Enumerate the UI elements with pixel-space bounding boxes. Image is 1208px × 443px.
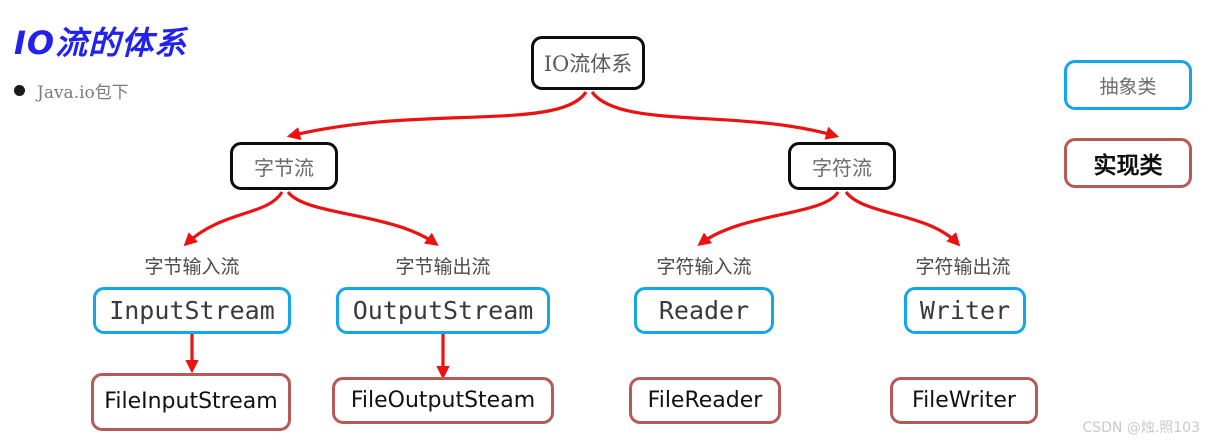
node-abstract-outputstream[interactable]: OutputStream [336,287,550,334]
bullet-item: Java.io包下 [14,78,129,103]
node-branch-byte-stream-label: 字节流 [254,155,314,180]
edge-char-to-writer [844,190,961,247]
bullet-item-label: Java.io包下 [37,83,129,103]
legend-implementation-class: 实现类 [1064,138,1192,188]
sublabel-char-output-stream: 字符输出流 [915,256,1011,278]
node-root-label: IO流体系 [543,52,633,76]
page-title: IO流的体系 [14,24,188,62]
node-branch-byte-stream[interactable]: 字节流 [230,142,338,190]
node-impl-filewriter[interactable]: FileWriter [890,377,1038,424]
node-impl-fileinputstream-label: FileInputStream [104,389,278,415]
node-abstract-inputstream-label: InputStream [109,296,275,325]
node-abstract-inputstream[interactable]: InputStream [93,287,291,334]
node-branch-char-stream[interactable]: 字符流 [788,142,896,190]
node-impl-fileoutputsteam-label: FileOutputSteam [350,387,536,413]
sublabel-char-input-stream: 字符输入流 [656,256,752,278]
node-abstract-writer[interactable]: Writer [904,287,1026,334]
node-abstract-outputstream-label: OutputStream [352,296,534,325]
node-abstract-writer-label: Writer [919,296,1011,325]
watermark: CSDN @烛.照103 [1082,420,1200,436]
legend-abstract-class-label: 抽象类 [1099,75,1157,98]
legend-implementation-class-label: 实现类 [1093,153,1163,179]
edge-byte-to-input [183,191,284,247]
legend-abstract-class: 抽象类 [1064,60,1192,110]
node-impl-filereader[interactable]: FileReader [629,377,781,424]
sublabel-byte-output-stream: 字节输出流 [395,256,491,278]
bullet-dot-icon [14,85,25,96]
node-root[interactable]: IO流体系 [531,36,645,90]
node-impl-fileinputstream[interactable]: FileInputStream [91,373,291,431]
edge-char-to-reader [697,191,840,247]
node-abstract-reader[interactable]: Reader [634,287,774,334]
edge-byte-to-output [286,190,439,246]
node-branch-char-stream-label: 字符流 [812,155,872,180]
node-impl-filewriter-label: FileWriter [912,387,1016,413]
node-abstract-reader-label: Reader [658,296,750,325]
node-impl-fileoutputsteam[interactable]: FileOutputSteam [332,377,554,424]
node-impl-filereader-label: FileReader [647,387,763,413]
edge-root-to-char [590,91,840,140]
edge-root-to-byte [286,91,588,141]
sublabel-byte-input-stream: 字节输入流 [144,256,240,278]
